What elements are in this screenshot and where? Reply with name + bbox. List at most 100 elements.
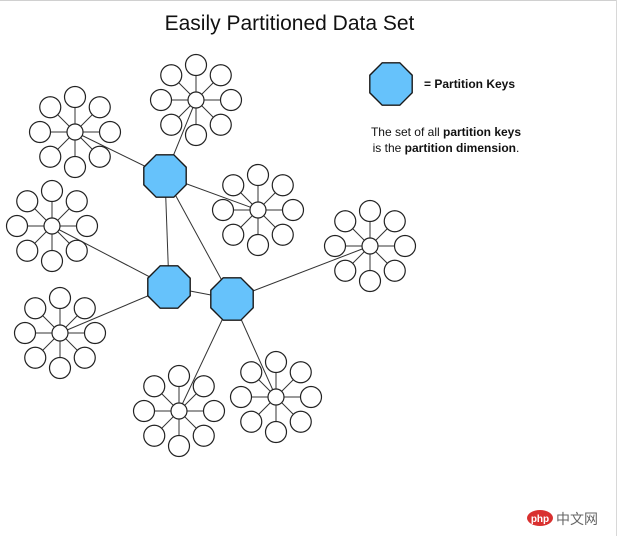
data-node	[358, 269, 382, 293]
legend-key-label: = Partition Keys	[424, 77, 516, 91]
data-node	[281, 198, 305, 222]
cluster-hub	[249, 201, 267, 219]
php-cn-watermark: php 中文网	[526, 507, 612, 529]
legend-caption: The set of all partition keys is the par…	[330, 124, 562, 156]
caption-text-2: is the	[372, 141, 405, 155]
data-node	[48, 356, 72, 380]
data-node	[219, 88, 243, 112]
data-node	[222, 174, 245, 197]
data-node	[65, 239, 88, 262]
cluster-hub	[66, 123, 84, 141]
data-node	[383, 259, 406, 282]
page-top-border	[0, 0, 617, 1]
data-node	[39, 96, 62, 119]
data-node	[160, 113, 183, 136]
partition-key-octagon	[210, 277, 254, 321]
partition-key-octagon	[147, 265, 191, 309]
data-node	[289, 361, 312, 384]
partition-key-octagon	[143, 154, 187, 198]
data-node	[334, 210, 357, 233]
data-node	[192, 375, 215, 398]
data-node	[40, 249, 64, 273]
cluster-hub	[43, 217, 61, 235]
data-node	[202, 399, 226, 423]
cluster-hub	[170, 402, 188, 420]
data-node	[28, 120, 52, 144]
data-node	[39, 145, 62, 168]
data-node	[184, 53, 208, 77]
data-node	[184, 123, 208, 147]
cluster-layer	[5, 53, 417, 458]
data-node	[88, 96, 111, 119]
data-node	[65, 190, 88, 213]
data-node	[323, 234, 347, 258]
data-node	[240, 361, 263, 384]
data-node	[209, 113, 232, 136]
data-node	[192, 424, 215, 447]
data-node	[383, 210, 406, 233]
cluster-hub	[361, 237, 379, 255]
data-node	[289, 410, 312, 433]
data-node	[393, 234, 417, 258]
legend-partition-key-icon	[369, 62, 413, 106]
data-node	[240, 410, 263, 433]
cluster-hub	[187, 91, 205, 109]
data-node	[88, 145, 111, 168]
data-node	[5, 214, 29, 238]
data-node	[229, 385, 253, 409]
key-link	[164, 175, 233, 300]
caption-text-3: .	[516, 141, 520, 155]
data-node	[13, 321, 37, 345]
watermark-brand: php	[531, 514, 549, 525]
data-node	[83, 321, 107, 345]
data-cluster	[211, 163, 305, 257]
data-node	[167, 364, 191, 388]
data-node	[246, 233, 270, 257]
data-node	[16, 190, 39, 213]
caption-bold-1: partition keys	[443, 125, 522, 139]
data-node	[73, 297, 96, 320]
watermark-text: 中文网	[556, 511, 598, 527]
data-node	[132, 399, 156, 423]
data-cluster	[323, 199, 417, 293]
caption-bold-2: partition dimension	[404, 141, 516, 155]
data-node	[211, 198, 235, 222]
data-node	[160, 64, 183, 87]
data-node	[264, 350, 288, 374]
data-node	[40, 179, 64, 203]
data-node	[264, 420, 288, 444]
data-node	[209, 64, 232, 87]
data-node	[246, 163, 270, 187]
data-node	[16, 239, 39, 262]
data-node	[271, 223, 294, 246]
cluster-hub	[51, 324, 69, 342]
diagram-title: Easily Partitioned Data Set	[164, 12, 415, 35]
data-cluster	[149, 53, 243, 147]
partition-key-layer	[143, 154, 254, 321]
data-node	[299, 385, 323, 409]
data-cluster	[132, 364, 226, 458]
data-node	[149, 88, 173, 112]
data-node	[143, 375, 166, 398]
data-cluster	[28, 85, 122, 179]
data-node	[358, 199, 382, 223]
data-cluster	[5, 179, 99, 273]
legend	[369, 62, 413, 106]
cluster-hub	[267, 388, 285, 406]
data-cluster	[13, 286, 107, 380]
caption-text-1: The set of all	[370, 125, 443, 139]
php-logo-icon: php	[527, 510, 553, 526]
data-node	[167, 434, 191, 458]
data-node	[98, 120, 122, 144]
data-node	[63, 85, 87, 109]
data-node	[73, 346, 96, 369]
data-node	[222, 223, 245, 246]
cluster-link	[231, 245, 371, 300]
data-node	[63, 155, 87, 179]
data-node	[48, 286, 72, 310]
data-node	[143, 424, 166, 447]
data-node	[24, 346, 47, 369]
data-node	[334, 259, 357, 282]
data-node	[24, 297, 47, 320]
